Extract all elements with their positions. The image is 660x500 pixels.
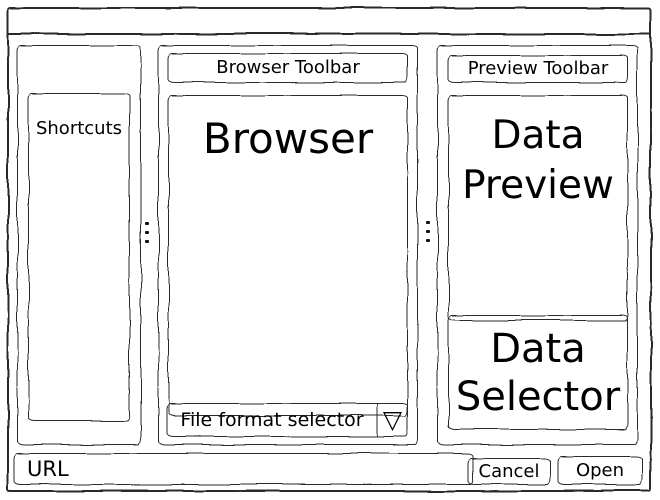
browser-area-label: Browser [202, 114, 374, 163]
pane-splitter-left[interactable] [143, 222, 151, 244]
dropdown-arrow-icon: ▽ [382, 404, 403, 434]
shortcuts-list[interactable]: Shortcuts [28, 93, 130, 421]
preview-panel: Preview Toolbar Data Preview Data Select… [437, 45, 638, 445]
splitter-dot [426, 221, 430, 225]
url-input[interactable]: URL [14, 453, 473, 485]
cancel-button-label: Cancel [478, 460, 540, 482]
browser-area[interactable]: Browser [168, 95, 408, 416]
file-format-selector-label: File format selector [180, 408, 364, 431]
browser-toolbar-label: Browser Toolbar [216, 57, 360, 78]
data-preview-label: Data Preview [462, 113, 614, 208]
preview-toolbar: Preview Toolbar [448, 55, 628, 83]
data-preview-area: Data Preview [448, 95, 628, 321]
browser-panel: Browser Toolbar Browser File format sele… [158, 45, 418, 445]
pane-splitter-right[interactable] [424, 221, 432, 243]
data-selector-label: Data Selector [455, 325, 621, 420]
shortcuts-panel: Shortcuts [17, 45, 141, 445]
splitter-dot [426, 238, 430, 243]
splitter-dot [145, 239, 149, 244]
splitter-dot [145, 222, 149, 226]
data-selector-area[interactable]: Data Selector [448, 315, 628, 430]
open-button[interactable]: Open [558, 456, 642, 485]
splitter-dot [145, 230, 149, 235]
cancel-button[interactable]: Cancel [468, 458, 550, 485]
dropdown-arrow-button[interactable]: ▽ [377, 403, 408, 437]
file-format-selector[interactable]: File format selector ▽ [167, 403, 408, 437]
open-button-label: Open [575, 459, 625, 481]
title-bar [8, 8, 651, 35]
browser-toolbar: Browser Toolbar [168, 53, 408, 83]
shortcuts-label: Shortcuts [35, 118, 123, 139]
url-input-label: URL [27, 456, 69, 481]
preview-toolbar-label: Preview Toolbar [467, 58, 609, 79]
splitter-dot [426, 229, 430, 234]
